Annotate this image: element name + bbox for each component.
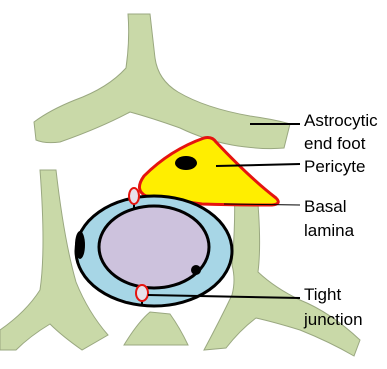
pericyte-nucleus bbox=[175, 156, 197, 170]
endothelial-nucleus-left bbox=[75, 231, 85, 259]
tight-junction-bottom bbox=[136, 285, 148, 301]
label-astrocytic-line1: Astrocytic bbox=[304, 111, 378, 130]
astrocyte-bottom bbox=[124, 312, 188, 345]
label-astrocytic-line2: end foot bbox=[304, 134, 366, 153]
tight-junction-top bbox=[129, 188, 139, 204]
astrocyte-top bbox=[34, 14, 290, 149]
label-tight-line1: Tight bbox=[304, 285, 341, 304]
label-pericyte: Pericyte bbox=[304, 157, 365, 176]
vessel-lumen bbox=[99, 206, 209, 288]
label-tight-line2: junction bbox=[303, 310, 363, 329]
label-basal-line1: Basal bbox=[304, 197, 347, 216]
endothelial-nucleus-right bbox=[191, 265, 201, 275]
label-basal-line2: lamina bbox=[304, 221, 355, 240]
